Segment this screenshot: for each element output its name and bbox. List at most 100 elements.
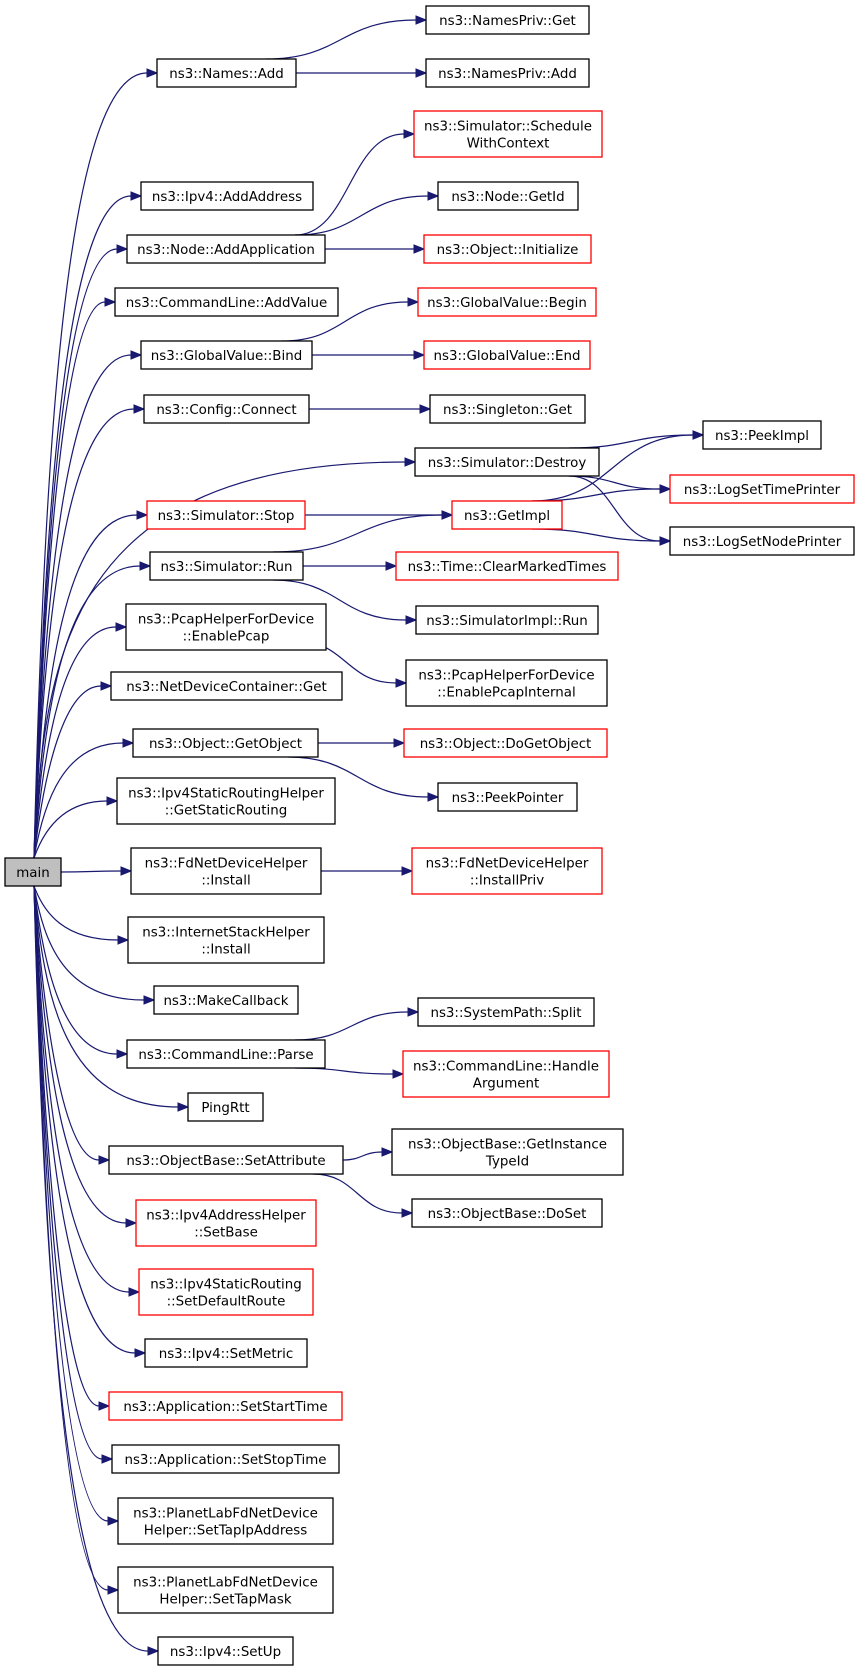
node-ob-setattr[interactable]: ns3::ObjectBase::SetAttribute: [108, 1145, 344, 1175]
node-label: ns3::NamesPriv::Add: [438, 67, 577, 82]
edge-node-addapp-to-node-getid: [294, 191, 440, 236]
node-box: [138, 1268, 314, 1316]
node-box: [4, 857, 62, 887]
arrowhead: [100, 681, 113, 691]
node-box: [411, 847, 603, 895]
node-box: [437, 181, 579, 211]
node-syspath-split[interactable]: ns3::SystemPath::Split: [417, 997, 595, 1027]
node-config-connect[interactable]: ns3::Config::Connect: [143, 394, 310, 424]
edge-line: [294, 1011, 409, 1041]
node-label: TypeId: [485, 1155, 529, 1170]
edge-main-to-ipv4-setmetric: [33, 885, 147, 1358]
node-label: PingRtt: [201, 1101, 249, 1116]
edge-line: [294, 133, 405, 236]
node-sim-stop[interactable]: ns3::Simulator::Stop: [146, 500, 306, 530]
node-cmd-parse[interactable]: ns3::CommandLine::Parse: [126, 1039, 326, 1069]
node-namespriv-get[interactable]: ns3::NamesPriv::Get: [425, 5, 590, 35]
node-box: [117, 1497, 334, 1545]
node-ipv4srh-get[interactable]: ns3::Ipv4StaticRoutingHelper::GetStaticR…: [116, 777, 336, 825]
node-app-start[interactable]: ns3::Application::SetStartTime: [108, 1391, 343, 1421]
node-box: [144, 1338, 308, 1368]
node-ish-install[interactable]: ns3::InternetStackHelper::Install: [127, 916, 325, 964]
node-box: [153, 985, 299, 1015]
node-logsettime[interactable]: ns3::LogSetTimePrinter: [669, 474, 855, 504]
edge-sim-destroy-to-peekimpl: [568, 430, 705, 449]
node-label: WithContext: [467, 137, 550, 152]
node-sim-destroy[interactable]: ns3::Simulator::Destroy: [414, 447, 600, 477]
node-obj-dogetobject[interactable]: ns3::Object::DoGetObject: [403, 728, 608, 758]
node-time-clear[interactable]: ns3::Time::ClearMarkedTimes: [395, 551, 619, 581]
node-label: ns3::Application::SetStartTime: [123, 1400, 327, 1415]
node-peekimpl[interactable]: ns3::PeekImpl: [702, 420, 822, 450]
node-ipv4-addaddress[interactable]: ns3::Ipv4::AddAddress: [140, 181, 314, 211]
edge-sim-destroy-to-logsetnode: [568, 475, 672, 546]
arrowhead: [659, 484, 672, 494]
node-pl-tapip[interactable]: ns3::PlanetLabFdNetDeviceHelper::SetTapI…: [117, 1497, 334, 1545]
node-label: Helper::SetTapMask: [159, 1593, 291, 1608]
node-label: ns3::Ipv4::AddAddress: [152, 190, 302, 205]
arrowhead: [177, 1102, 190, 1112]
node-label: ns3::SimulatorImpl::Run: [426, 614, 588, 629]
node-obj-init[interactable]: ns3::Object::Initialize: [423, 234, 592, 264]
node-names-add[interactable]: ns3::Names::Add: [156, 58, 297, 88]
edge-config-connect-to-singleton-get: [309, 404, 432, 414]
arrowhead: [125, 1218, 138, 1228]
node-node-getid[interactable]: ns3::Node::GetId: [437, 181, 579, 211]
arrowhead: [133, 404, 146, 414]
node-pingrtt[interactable]: PingRtt: [187, 1092, 264, 1122]
edge-node-addapp-to-obj-init: [325, 244, 426, 254]
node-gv-bind[interactable]: ns3::GlobalValue::Bind: [140, 340, 313, 370]
node-box: [415, 605, 599, 635]
node-sim-run[interactable]: ns3::Simulator::Run: [149, 551, 304, 581]
node-pl-tapmask[interactable]: ns3::PlanetLabFdNetDeviceHelper::SetTapM…: [117, 1566, 334, 1614]
arrowhead: [419, 404, 432, 414]
node-ipv4-setmetric[interactable]: ns3::Ipv4::SetMetric: [144, 1338, 308, 1368]
arrowhead: [104, 297, 117, 307]
node-fdnet-installpriv[interactable]: ns3::FdNetDeviceHelper::InstallPriv: [411, 847, 603, 895]
edge-getimpl-to-peekimpl: [531, 430, 705, 502]
node-node-addapp[interactable]: ns3::Node::AddApplication: [126, 234, 326, 264]
node-ipv4ah-setbase[interactable]: ns3::Ipv4AddressHelper::SetBase: [135, 1199, 317, 1247]
node-ndc-get[interactable]: ns3::NetDeviceContainer::Get: [110, 671, 343, 701]
node-ipv4-setup[interactable]: ns3::Ipv4::SetUp: [157, 1636, 294, 1666]
node-getimpl[interactable]: ns3::GetImpl: [451, 500, 563, 530]
node-box: [405, 659, 608, 707]
node-simimpl-run[interactable]: ns3::SimulatorImpl::Run: [415, 605, 599, 635]
node-singleton-get[interactable]: ns3::Singleton::Get: [429, 394, 586, 424]
node-label: ns3::GlobalValue::Begin: [427, 296, 587, 311]
arrowhead: [128, 1287, 141, 1297]
node-label: ns3::Node::AddApplication: [137, 243, 315, 258]
node-pcap-internal[interactable]: ns3::PcapHelperForDevice::EnablePcapInte…: [405, 659, 608, 707]
node-logsetnode[interactable]: ns3::LogSetNodePrinter: [669, 526, 855, 556]
edge-getimpl-to-logsettime: [531, 484, 672, 502]
node-label: ns3::Names::Add: [169, 67, 283, 82]
edge-line: [272, 514, 443, 553]
node-namespriv-add[interactable]: ns3::NamesPriv::Add: [425, 58, 590, 88]
edge-line: [33, 72, 148, 859]
edge-line: [33, 885, 118, 1055]
arrowhead: [107, 1585, 120, 1595]
node-ob-doset[interactable]: ns3::ObjectBase::DoSet: [411, 1198, 603, 1228]
edge-line: [33, 742, 124, 859]
node-label: ns3::PeekPointer: [452, 791, 564, 806]
node-gv-end[interactable]: ns3::GlobalValue::End: [423, 340, 591, 370]
node-peekpointer[interactable]: ns3::PeekPointer: [437, 782, 578, 812]
node-ipv4sr-default[interactable]: ns3::Ipv4StaticRouting::SetDefaultRoute: [138, 1268, 314, 1316]
node-label: ::EnablePcapInternal: [437, 686, 575, 701]
node-fdnet-install[interactable]: ns3::FdNetDeviceHelper::Install: [130, 847, 322, 895]
node-app-stop[interactable]: ns3::Application::SetStopTime: [111, 1444, 340, 1474]
arrowhead: [395, 678, 408, 688]
edge-line: [281, 301, 409, 342]
edge-line: [33, 800, 108, 859]
node-gv-begin[interactable]: ns3::GlobalValue::Begin: [417, 287, 597, 317]
node-makecallback[interactable]: ns3::MakeCallback: [153, 985, 299, 1015]
node-label: ns3::ObjectBase::SetAttribute: [126, 1154, 325, 1169]
node-obj-getobject[interactable]: ns3::Object::GetObject: [132, 728, 319, 758]
edge-main-to-gv-bind: [33, 350, 143, 859]
node-pcap-enable[interactable]: ns3::PcapHelperForDevice::EnablePcap: [125, 603, 327, 651]
node-cmd-addvalue[interactable]: ns3::CommandLine::AddValue: [114, 287, 339, 317]
node-label: ns3::Object::DoGetObject: [420, 737, 592, 752]
